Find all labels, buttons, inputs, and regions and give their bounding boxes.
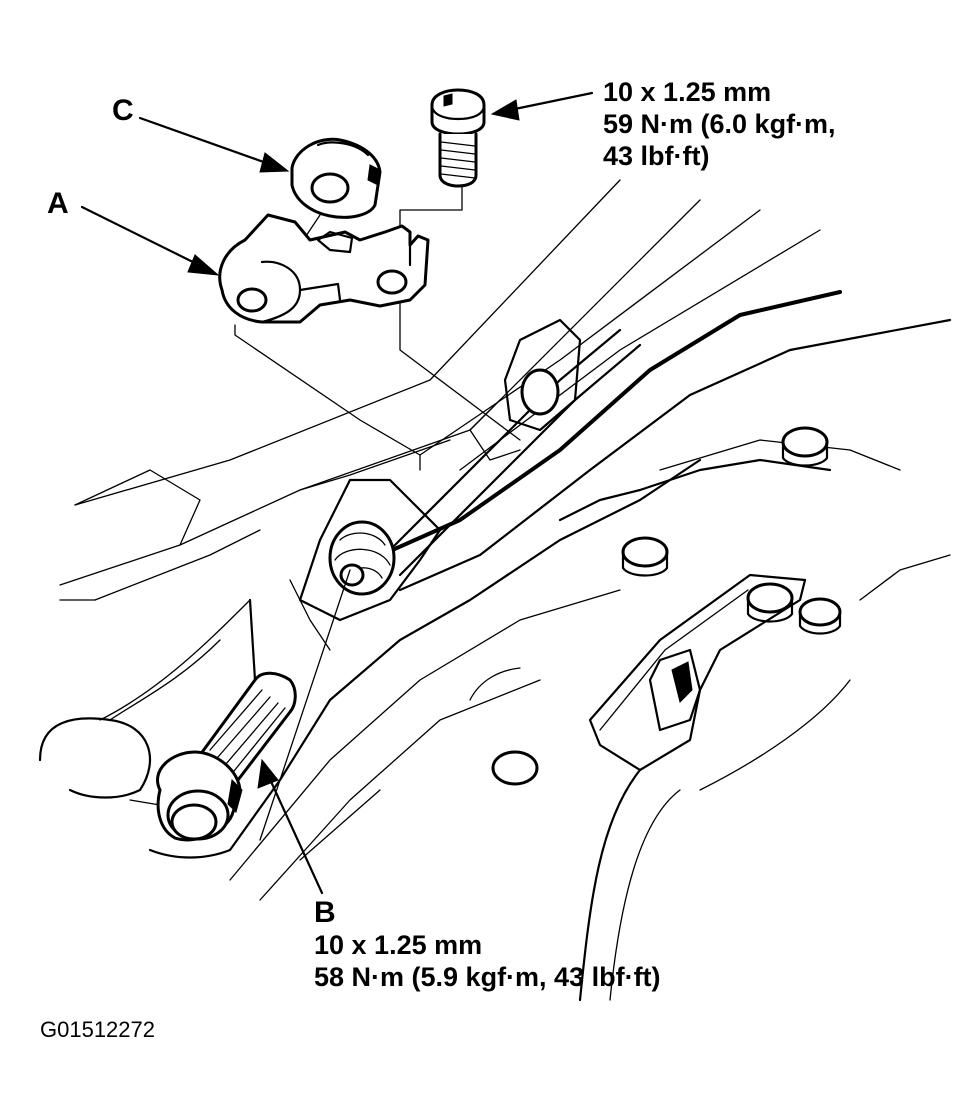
top-bolt-spec-line2: 59 N·m (6.0 kgf·m,	[603, 109, 836, 139]
transmission-housing	[38, 179, 952, 1002]
top-bolt	[430, 88, 486, 188]
housing-boss-3	[746, 582, 794, 623]
housing-boss-5	[491, 750, 539, 786]
top-bolt-spec-line3: 43 lbf·ft)	[603, 141, 709, 171]
linkage-bracket	[588, 573, 807, 772]
label-c: C	[112, 94, 134, 127]
label-a: A	[47, 187, 69, 220]
leader-arrows	[80, 91, 594, 895]
housing-boss-4	[798, 597, 842, 635]
part-c-collar	[290, 137, 382, 219]
bolt-b-spec-line2: 58 N·m (5.9 kgf·m, 43 lbf·ft)	[314, 962, 661, 992]
bolt-b-spec-line1: 10 x 1.25 mm	[314, 930, 482, 960]
top-bolt-spec-line1: 10 x 1.25 mm	[603, 77, 771, 107]
housing-boss-2	[621, 536, 669, 577]
figure-code: G01512272	[40, 1017, 155, 1042]
bolt-b	[156, 671, 297, 842]
shift-rod	[378, 318, 642, 577]
part-a-bracket	[218, 213, 430, 324]
label-b: B	[314, 896, 336, 929]
center-mount	[289, 478, 442, 651]
housing-boss-1	[781, 426, 829, 467]
